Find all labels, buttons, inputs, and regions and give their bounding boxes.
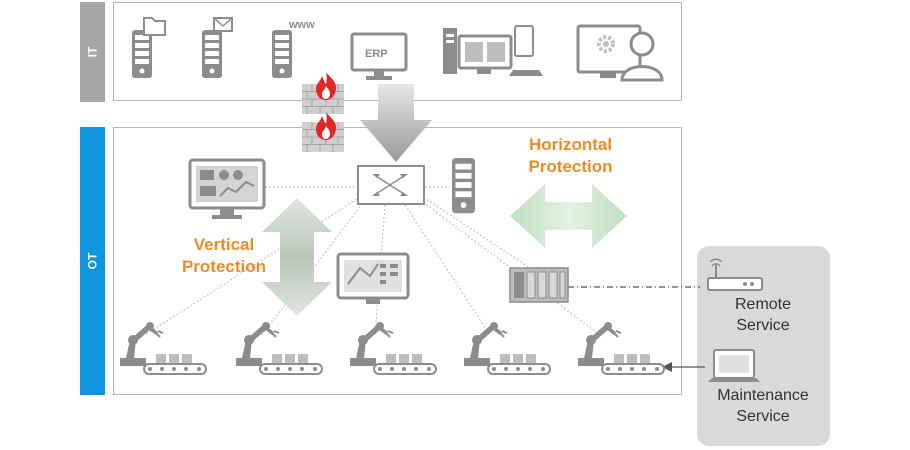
server-mail-icon (202, 17, 233, 78)
www-text: www (288, 19, 315, 31)
robot-arm-icon (235, 321, 323, 375)
laptop-icon (708, 349, 760, 382)
it-band: IT (80, 2, 105, 102)
maintenance-link (662, 362, 705, 372)
down-arrow (360, 84, 432, 162)
scada-monitor-icon (188, 158, 266, 219)
horizontal-line-2: Protection (528, 157, 613, 176)
firewall-icon (301, 112, 345, 153)
firewall-icon (301, 72, 345, 115)
plc-icon (509, 267, 569, 303)
remote-service-label: Remote Service (710, 294, 816, 336)
robot-arm-icon (349, 321, 437, 375)
erp-monitor-icon: ERP (350, 32, 408, 80)
server-icon (452, 158, 475, 214)
robot-arm-icon (577, 321, 665, 375)
vertical-line-2: Protection (181, 257, 267, 276)
remote-line-1: Remote (734, 296, 792, 313)
vertical-line-1: Vertical (193, 235, 255, 254)
workstation-icon (443, 25, 543, 76)
operator-icon (576, 24, 664, 82)
hmi-panel-icon (336, 252, 410, 304)
remote-line-2: Service (736, 317, 790, 334)
horizontal-protection-arrow (510, 184, 627, 248)
maintenance-line-1: Maintenance (717, 387, 809, 404)
erp-text: ERP (365, 48, 388, 60)
robot-arm-icon (463, 321, 551, 375)
horizontal-protection-label: Horizontal Protection (508, 134, 633, 178)
vertical-protection-label: Vertical Protection (164, 234, 284, 278)
maintenance-service-label: Maintenance Service (704, 385, 822, 427)
maintenance-line-2: Service (736, 408, 790, 425)
ot-band: OT (80, 127, 105, 395)
robot-arm-icon (119, 321, 207, 375)
server-folder-icon (132, 17, 166, 78)
vertical-protection-arrow (262, 198, 332, 316)
server-www-icon: www (272, 19, 315, 78)
horizontal-line-1: Horizontal (528, 135, 613, 154)
router-icon (707, 258, 763, 291)
switch-icon (357, 165, 425, 205)
